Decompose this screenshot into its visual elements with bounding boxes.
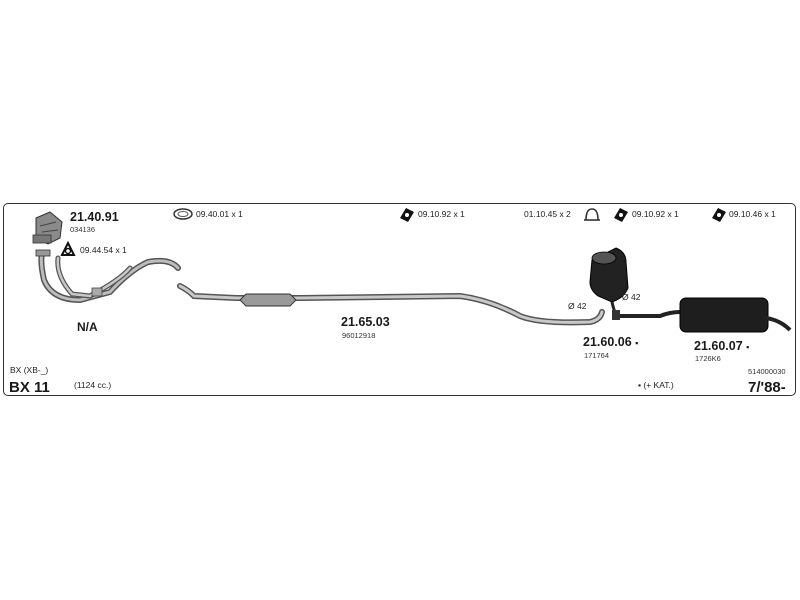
rear-silencer-body (612, 297, 792, 333)
manifold-oe-number: 034136 (70, 225, 96, 234)
model-subtitle: BX (XB-_) (10, 365, 49, 375)
accessory-mount-1: 09.10.92 x 1 (418, 209, 465, 219)
rubber-mount-icon (614, 208, 628, 222)
diameter-label-right: Ø 42 (622, 292, 641, 302)
engine-capacity: (1124 cc.) (74, 380, 112, 390)
triangle-gasket-icon (60, 241, 76, 256)
middle-silencer-oe-number: 171764 (584, 351, 610, 360)
mid-pipe (177, 283, 605, 326)
rear-silencer-oe-number: 1726K6 (695, 354, 721, 363)
exhaust-manifold (32, 211, 63, 245)
accessory-clamp: 01.10.45 x 2 (524, 209, 571, 219)
middle-silencer-code-text: 21.60.06 (583, 335, 632, 349)
mid-pipe-oe-number: 96012918 (342, 331, 376, 340)
rear-silencer-part-code: 21.60.07 ▪ (694, 340, 749, 353)
accessory-gasket-triangle: 09.44.54 x 1 (80, 245, 127, 255)
manifold-part-code: 21.40.91 (70, 210, 119, 224)
mid-pipe-part-code: 21.65.03 (341, 315, 390, 329)
rubber-mount-icon (712, 208, 726, 222)
kat-marker: ▪ (746, 342, 750, 352)
na-label: N/A (77, 320, 98, 334)
accessory-mount-2: 09.10.92 x 1 (632, 209, 679, 219)
reference-number: 514000030 (748, 367, 786, 376)
front-pipe (35, 249, 181, 304)
model-title: BX 11 (9, 379, 50, 396)
diameter-label-left: Ø 42 (568, 301, 587, 311)
kat-marker: ▪ (635, 338, 639, 348)
production-date: 7/'88- (748, 379, 786, 396)
clamp-icon (584, 208, 600, 221)
kat-note: ▪ (+ KAT.) (638, 380, 674, 390)
rear-silencer-code-text: 21.60.07 (694, 339, 743, 353)
middle-silencer-body (589, 247, 629, 319)
accessory-mount-3: 09.10.46 x 1 (729, 209, 776, 219)
rubber-mount-icon (400, 208, 414, 222)
gasket-ring-icon (173, 208, 193, 220)
accessory-gasket-ring: 09.40.01 x 1 (196, 209, 243, 219)
middle-silencer-part-code: 21.60.06 ▪ (583, 336, 638, 349)
